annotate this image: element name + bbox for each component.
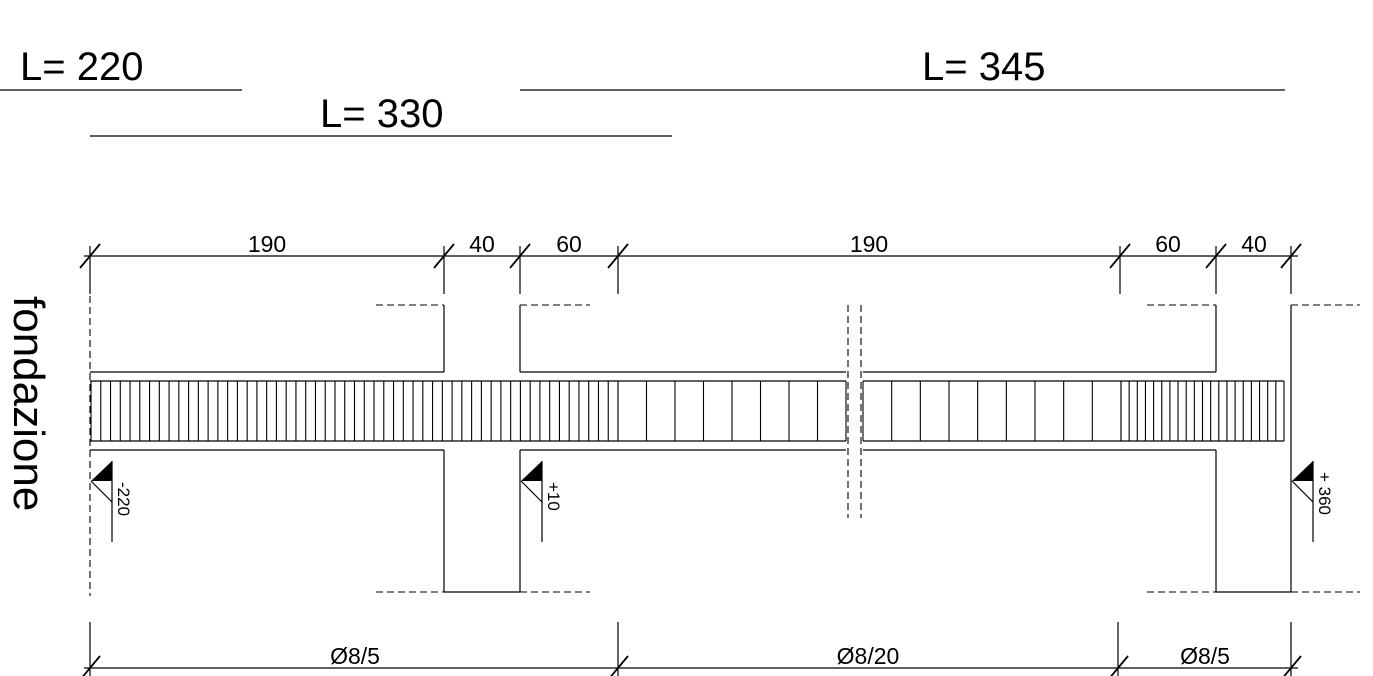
level-marker-middle: +10	[520, 461, 563, 542]
stirrup-group	[90, 381, 1285, 441]
stirrup-zone-label-left: Ø8/5	[330, 643, 380, 669]
level-label-left: -220	[114, 482, 133, 516]
dim-tick	[610, 655, 629, 676]
top-dimension-chain: 190 40 60 190 60 40	[79, 231, 1302, 294]
stirrup-zone-label-middle: Ø8/20	[837, 643, 900, 669]
dim-tick	[1283, 655, 1302, 676]
bar-length-label-1: L= 220	[20, 45, 143, 89]
level-marker-left: -220	[90, 461, 133, 542]
dim-label-40-right: 40	[1241, 231, 1267, 257]
dim-label-190-right: 190	[850, 231, 888, 257]
level-marker-leader	[520, 480, 543, 503]
level-marker-right: + 360	[1291, 461, 1334, 542]
level-marker-leader	[1291, 480, 1314, 503]
right-column	[863, 304, 1360, 593]
level-marker-triangle	[521, 461, 542, 481]
reinforcement-cage	[90, 380, 1285, 442]
level-label-right: + 360	[1315, 472, 1334, 515]
level-marker-triangle	[91, 461, 112, 481]
middle-column	[90, 304, 846, 593]
dim-tick	[607, 243, 629, 269]
dim-label-40-left: 40	[469, 231, 495, 257]
dim-tick	[433, 243, 455, 269]
stirrup-zone-label-right: Ø8/5	[1180, 643, 1230, 669]
bar-length-label-3: L= 345	[922, 45, 1045, 89]
dim-tick	[79, 243, 101, 269]
bar-length-label-2: L= 330	[320, 92, 443, 136]
dim-label-60-right: 60	[1155, 231, 1181, 257]
dim-tick	[82, 655, 101, 676]
bottom-dimension-chain: Ø8/5 Ø8/20 Ø8/5	[82, 622, 1302, 676]
level-marker-triangle	[1292, 461, 1313, 481]
foundation-side-label: fondazione	[4, 296, 53, 511]
dim-tick	[1280, 243, 1302, 269]
dim-label-60-left: 60	[556, 231, 582, 257]
dim-label-190-left: 190	[248, 231, 286, 257]
dim-tick	[509, 243, 531, 269]
dim-tick	[1110, 655, 1129, 676]
dim-tick	[1205, 243, 1227, 269]
dim-tick	[1109, 243, 1131, 269]
level-label-middle: +10	[544, 482, 563, 511]
level-marker-leader	[90, 480, 113, 503]
